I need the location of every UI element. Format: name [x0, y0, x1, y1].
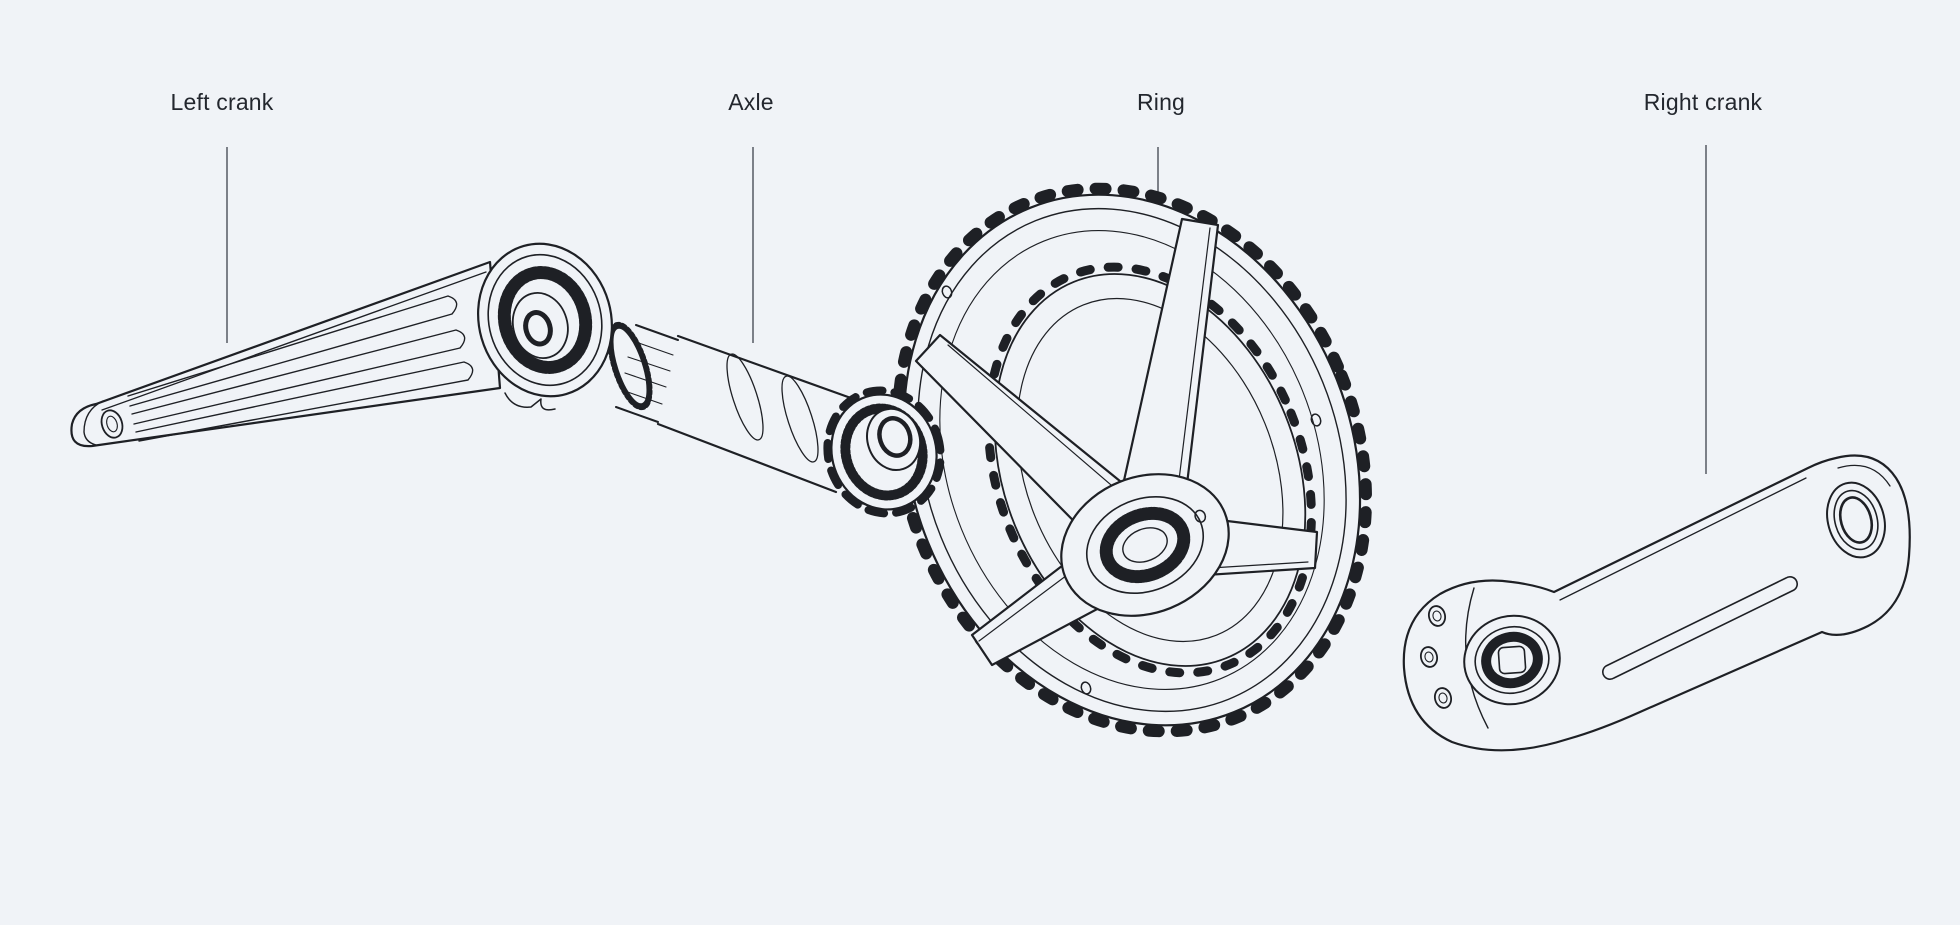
outer-ring-rim: [917, 207, 1347, 713]
hub-bolt-hole: [1194, 509, 1207, 523]
left-pedal-hole: [100, 409, 124, 439]
axle-flange: [823, 386, 945, 518]
right-crank-head-facet: [1837, 464, 1891, 487]
label-axle: Axle: [728, 89, 774, 115]
inner-ring-rim: [1016, 297, 1284, 643]
spider-hub: [1060, 473, 1230, 617]
hub-spline-bore: [1099, 506, 1191, 584]
axle-drawing: [607, 321, 945, 518]
left-crank-drawing: [70, 242, 613, 448]
spindle-square-bore: [1497, 645, 1527, 675]
right-crank-drawing: [1402, 454, 1911, 752]
inner-ring-teeth: [984, 262, 1316, 678]
right-crank-bearing: [1463, 614, 1561, 706]
right-crank-slot: [1602, 575, 1798, 681]
left-crank-end-facet: [83, 400, 104, 446]
boss-bore: [523, 310, 553, 347]
left-crank-boss: [477, 242, 613, 398]
left-crank-top-bevel: [101, 271, 487, 411]
right-boss-holes: [1419, 605, 1453, 709]
right-pedal-eye: [1826, 481, 1886, 559]
label-right-crank: Right crank: [1643, 89, 1763, 115]
left-crank-ridges: [127, 295, 474, 442]
right-crank-top-bevel: [1559, 477, 1807, 601]
bearing-dark-ring: [1481, 631, 1543, 689]
axle-bore: [877, 415, 913, 458]
axle-body: [656, 334, 864, 494]
left-crank-arm: [70, 260, 502, 448]
label-ring: Ring: [1136, 89, 1186, 115]
label-left-crank: Left crank: [170, 89, 274, 115]
axle-spline-end: [607, 321, 679, 423]
boss-clamp-detail: [504, 392, 556, 411]
outer-ring-teeth: [892, 182, 1372, 738]
outer-ring-inner-rim: [939, 230, 1325, 690]
chainring-drawing: [856, 182, 1372, 738]
boss-splines: [497, 266, 593, 374]
